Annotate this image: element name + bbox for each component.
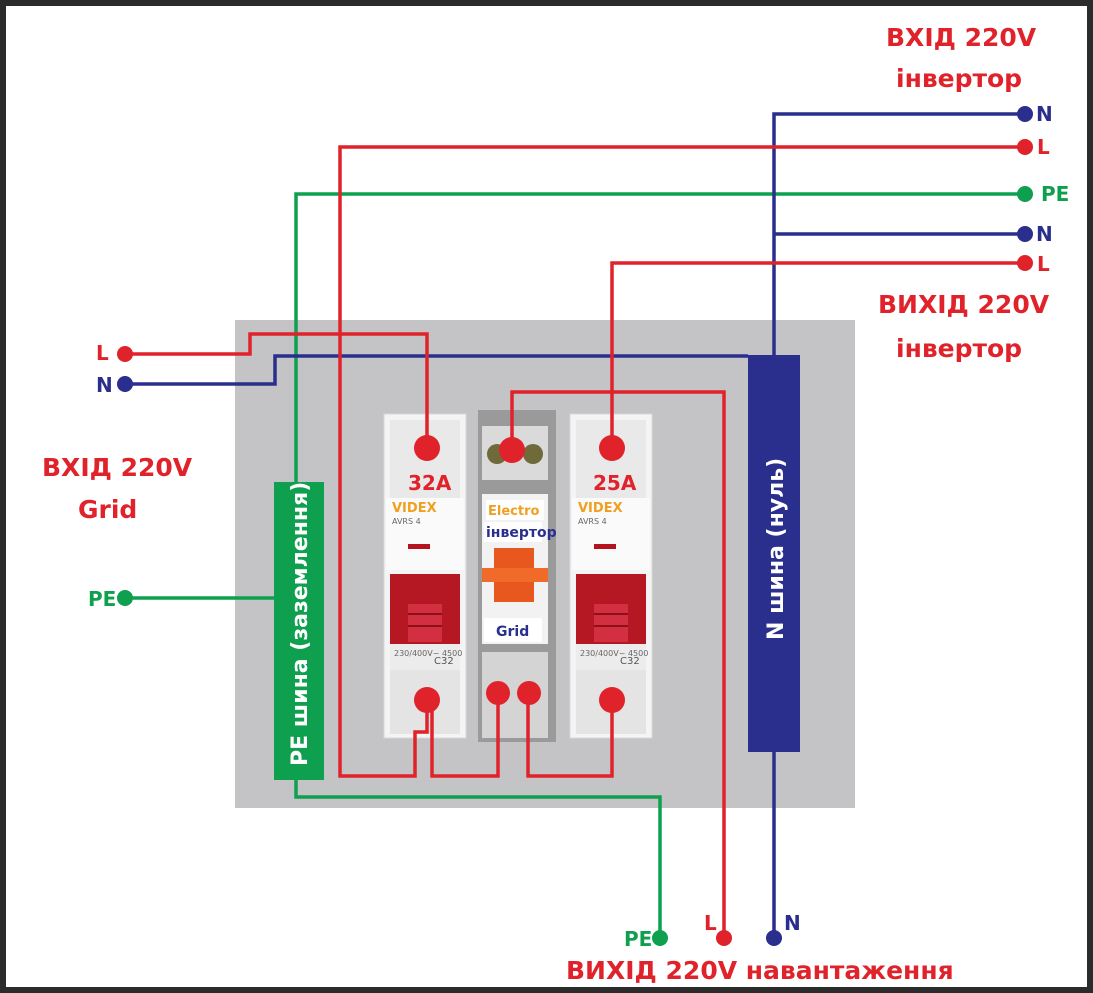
load-pe-label: PE — [624, 927, 652, 951]
breaker-right-curve: C32 — [620, 656, 640, 667]
grid-pe-label: PE — [88, 587, 116, 611]
breaker-right-model: AVRS 4 — [578, 517, 607, 526]
breaker-left-model: AVRS 4 — [392, 517, 421, 526]
earth-wires — [125, 192, 1025, 938]
breaker-right-rating: 25A — [593, 471, 637, 495]
inv-in-l-label: L — [1037, 135, 1050, 159]
load-output-terminals: PE L N — [624, 911, 801, 951]
breaker-right-brand: VIDEX — [578, 501, 623, 516]
grid-input-subtitle: Grid — [78, 495, 137, 524]
load-n-label: N — [784, 911, 801, 935]
grid-input-terminals: L N PE — [88, 341, 133, 611]
pe-bus: PE шина (заземлення) — [274, 482, 324, 780]
load-l-label: L — [704, 911, 717, 935]
breaker-left-rating: 32A — [408, 471, 452, 495]
inv-out-l-label: L — [1037, 252, 1050, 276]
inv-out-n-label: N — [1036, 222, 1053, 246]
grid-n-label: N — [96, 373, 113, 397]
breaker-right: VIDEX AVRS 4 230/400V~ 4500 C32 — [569, 413, 653, 739]
breaker-left: VIDEX AVRS 4 230/400V~ 4500 C32 — [383, 413, 467, 739]
live-wires — [125, 145, 1025, 938]
breaker-left-brand: VIDEX — [392, 501, 437, 516]
n-bus-label: N шина (нуль) — [764, 458, 789, 640]
n-bus: N шина (нуль) — [748, 355, 800, 752]
inverter-input-title: ВХІД 220V — [886, 23, 1037, 52]
breaker-left-spec: 230/400V~ 4500 — [394, 649, 462, 658]
grid-input-title: ВХІД 220V — [42, 453, 193, 482]
inv-in-n-label: N — [1036, 102, 1053, 126]
terminal-dots — [414, 435, 625, 713]
inverter-input-terminals: N L PE — [1017, 102, 1069, 206]
changeover-bottom-label: Grid — [496, 624, 529, 640]
breaker-right-spec: 230/400V~ 4500 — [580, 649, 648, 658]
neutral-wires — [125, 112, 1025, 938]
inverter-input-subtitle: інвертор — [896, 64, 1022, 93]
pe-bus-label: PE шина (заземлення) — [288, 482, 313, 766]
inverter-output-title: ВИХІД 220V — [878, 290, 1050, 319]
changeover-top-label: інвертор — [486, 525, 557, 541]
inv-pe-label: PE — [1041, 182, 1069, 206]
inverter-output-terminals: N L — [1017, 222, 1053, 276]
changeover-brand: Electro — [488, 504, 539, 519]
inverter-output-subtitle: інвертор — [896, 334, 1022, 363]
grid-l-label: L — [96, 341, 109, 365]
changeover-switch: Electro інвертор Grid — [478, 410, 557, 742]
load-output-title: ВИХІД 220V навантаження — [566, 956, 954, 985]
breaker-left-curve: C32 — [434, 656, 454, 667]
